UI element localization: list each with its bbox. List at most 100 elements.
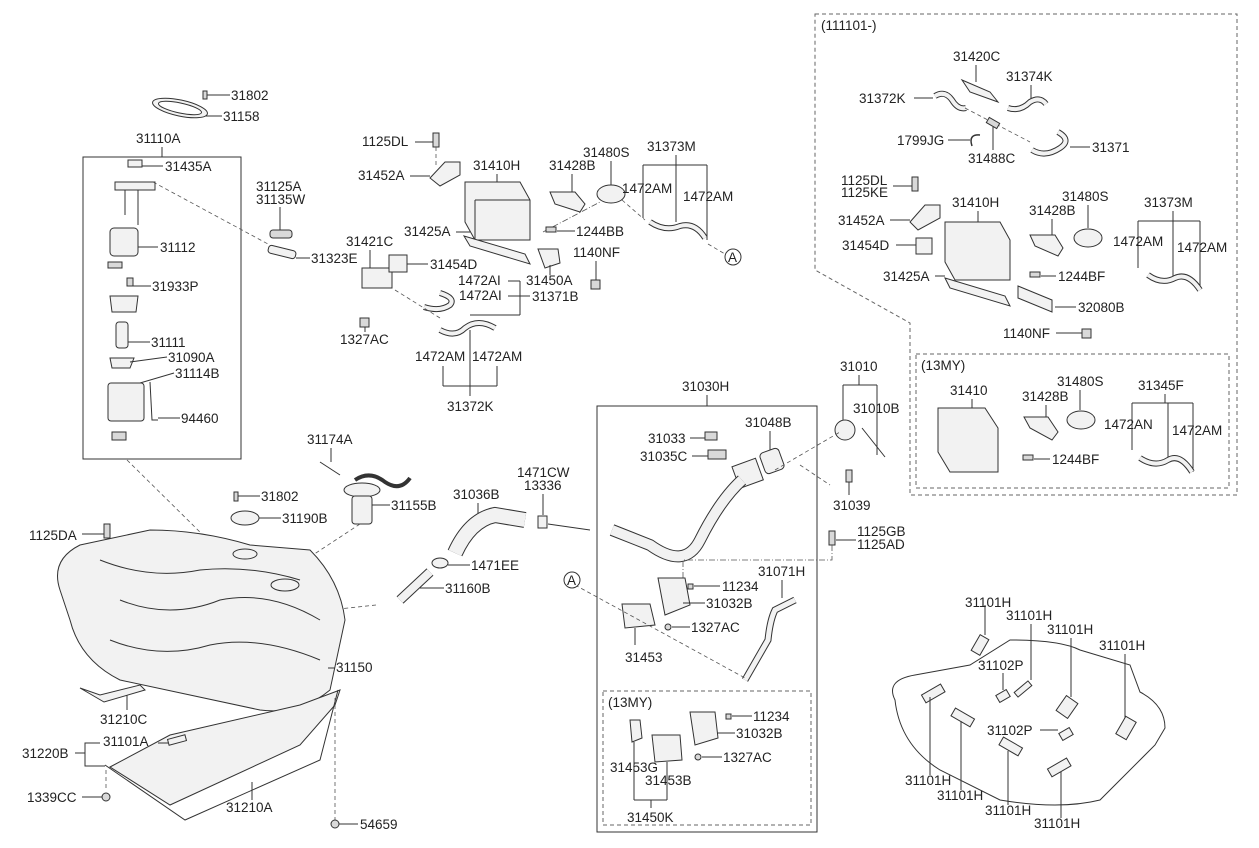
label-31453: 31453 [625,650,663,665]
label-31101H-6: 31101H [937,788,983,803]
label-1472AI-a: 1472AI [458,273,501,288]
clip-1799jg [970,134,981,147]
label-31101H-8: 31101H [1034,816,1080,831]
label-1327AC: 1327AC [340,332,389,347]
label-31435A: 31435A [165,159,212,174]
fuel-tank-31150 [57,529,346,712]
filter-31453b [651,734,683,763]
canister-part [464,181,531,241]
nut-54659 [330,819,340,829]
fuel-cap [834,419,856,441]
label-1125DA: 1125DA [29,528,77,543]
label-31453B: 31453B [645,773,692,788]
bracket-31452a-b [909,204,941,231]
label-31428B: 31428B [549,158,596,173]
label-1472AM-c: 1472AM [415,349,465,364]
label-31036B: 31036B [453,487,500,502]
label-1472AI-b: 1472AI [459,288,502,303]
label-31048B: 31048B [745,415,792,430]
bracket-31428b [549,191,586,213]
under-cover-31220b [109,689,341,806]
label-31114B: 31114B [175,366,220,381]
strap-31210c [79,684,146,703]
tank-port-2 [270,578,300,592]
label-31420C: 31420C [953,49,1001,64]
pad-h5 [920,683,946,704]
label-94460: 94460 [181,411,219,426]
pad-h3 [1055,694,1079,720]
label-1244BF-b: 1244BF [1052,452,1099,467]
pad-h6 [950,707,976,728]
label-31010B: 31010B [853,401,900,416]
pad-p1 [995,688,1011,704]
label-54659: 54659 [360,817,398,832]
label-31323E: 31323E [311,251,358,266]
screw-31039 [845,469,853,483]
label-1125GB: 1125GB [857,524,906,539]
pad-h2 [1013,680,1033,698]
nut-1327ac [359,317,370,328]
pad-p2 [1058,726,1074,742]
sender-body [351,495,373,525]
label-1472AN: 1472AN [1104,417,1153,432]
label-31160B: 31160B [445,581,491,596]
label-1472AM-e: 1472AM [1113,234,1163,249]
label-31802: 31802 [231,88,269,103]
valve-part [596,184,626,204]
label-1244BB: 1244BB [576,224,624,239]
label-1140NF-b: 1140NF [1003,326,1050,341]
label-1472AM-a: 1472AM [622,181,672,196]
filler-neck-pipe [609,475,747,563]
label-31410: 31410 [950,383,988,398]
bolt-1125gb [828,530,836,546]
label-31425A-b: 31425A [883,269,930,284]
label-31150: 31150 [336,660,373,675]
label-1327AC-b: 1327AC [691,620,740,635]
pad-h7 [998,736,1024,757]
label-1125DL-b: 1125DL [841,173,888,188]
group-label-111101: (111101-) [821,18,877,33]
label-31450K: 31450K [627,810,674,825]
label-31010: 31010 [840,359,878,374]
label-31480S: 31480S [583,145,630,160]
tray-b [944,277,1011,307]
label-31101H-7: 31101H [985,803,1031,818]
label-31111: 31111 [151,335,186,350]
label-31480S-c: 31480S [1057,374,1104,389]
tray-part [462,235,531,265]
label-31220B: 31220B [22,746,69,761]
cap-31190b [230,510,260,526]
screw-31802-b [233,491,239,502]
label-31428B-b: 31428B [1029,203,1076,218]
bracket-31032b-13my [689,711,719,746]
connector-31488c [985,116,1001,130]
canister-b [944,221,1011,281]
label-1327AC-c: 1327AC [723,750,772,765]
bracket-part [429,161,461,187]
label-32080B: 32080B [1078,300,1125,315]
label-31101H-5: 31101H [905,773,951,788]
label-31190B: 31190B [282,511,328,526]
bracket-31450a [537,248,561,269]
13my-canister-sub-frame [602,690,812,826]
label-31032B: 31032B [706,596,753,611]
label-1471CW: 1471CW [517,465,570,480]
label-1472AM-g: 1472AM [1172,423,1222,438]
label-1244BF: 1244BF [1058,269,1105,284]
label-31450A: 31450A [526,273,573,288]
pad-h1 [970,634,990,656]
bracket-13my [1023,416,1059,441]
label-1472AM-f: 1472AM [1177,240,1227,255]
filter-31420c [960,78,1000,104]
bolt-1140nf [590,279,601,290]
pad-h8 [1046,757,1072,778]
gasket-plate [152,90,208,119]
filter-31453 [621,603,656,629]
valve-b [1073,228,1103,248]
label-31372K: 31372K [447,399,494,414]
bracket-31428b-b [1029,234,1064,257]
clamp-1471cw [537,515,548,529]
bracket-31032b [657,577,691,616]
label-31102P-2: 31102P [987,723,1033,738]
